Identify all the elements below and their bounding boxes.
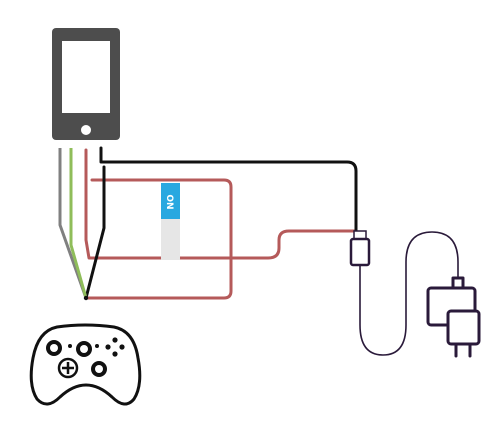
charger-cable bbox=[359, 231, 459, 356]
gray-wire bbox=[58, 148, 88, 299]
gamepad-icon bbox=[29, 323, 142, 406]
green-wire bbox=[69, 148, 88, 299]
wall-charger-icon bbox=[426, 276, 481, 358]
black-wire bbox=[84, 146, 358, 300]
phone-screen bbox=[62, 41, 110, 113]
smartphone-icon bbox=[52, 28, 120, 140]
switch-label: ON bbox=[164, 194, 174, 209]
wire-junction bbox=[83, 295, 89, 301]
usb-plug-icon bbox=[349, 230, 371, 267]
face-buttons bbox=[105, 337, 125, 357]
switch-indicator bbox=[161, 183, 180, 219]
red-wire bbox=[84, 148, 357, 300]
phone-home-button bbox=[81, 125, 91, 135]
on-switch[interactable]: ON bbox=[161, 183, 180, 260]
